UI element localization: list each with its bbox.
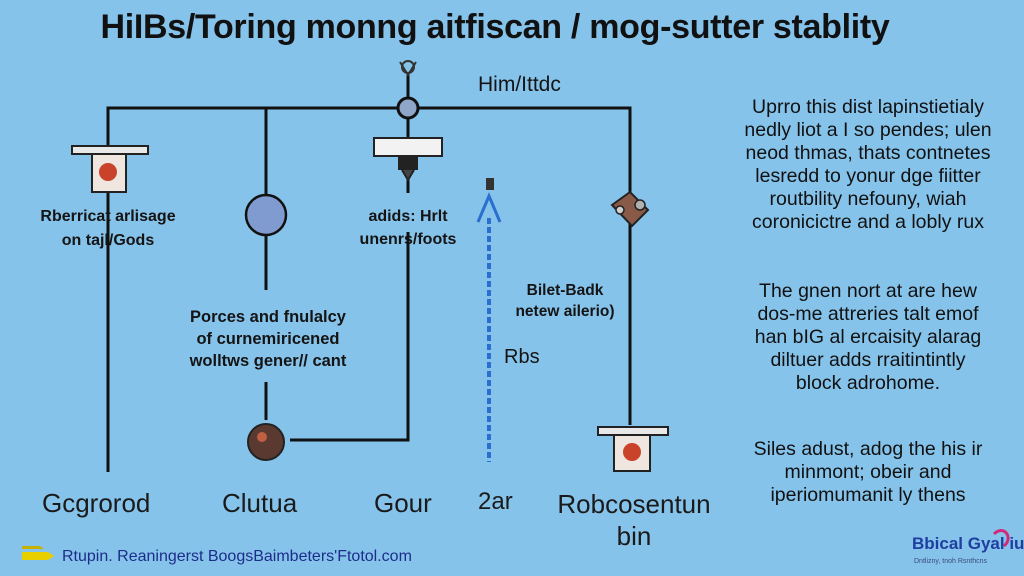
left-upper-label-line-2: on tajl/Gods xyxy=(61,232,155,249)
side-para-1-line-3: neod thmas, thats contnetes xyxy=(745,142,991,164)
arrow-side-label-line-1: Bilet-Badk xyxy=(526,282,604,299)
junction-node xyxy=(396,96,420,120)
center-mid-label: Porces and fnulalcy of curnemiricened wo… xyxy=(170,306,366,372)
side-para-3-line-1: Siles adust, adog the his ir xyxy=(753,438,983,460)
bottom-label-2: Clutua xyxy=(222,488,298,518)
clamp-node-icon xyxy=(373,137,443,182)
center-upper-label: adids: Hrlt unenrs/foots xyxy=(340,205,476,251)
center-mid-label-line-2: of curnemiricened xyxy=(196,330,340,348)
bottom-label-5-line-1: Robcosentun xyxy=(557,489,711,519)
brand-logo: Bbical Gyal iuo Dntlizny, tnoh Rsnthcns xyxy=(912,528,1024,572)
sphere-node-icon xyxy=(247,423,285,461)
pendant-node-icon xyxy=(71,145,149,193)
side-para-3-line-3: iperiomumanit ly thens xyxy=(770,484,966,506)
gear-cluster-icon xyxy=(610,190,650,228)
chevron-arrows-icon xyxy=(22,546,54,560)
bottom-label-4: 2ar xyxy=(478,488,513,515)
arrow-up-icon xyxy=(476,178,502,462)
bottom-label-3: Gour xyxy=(374,488,432,518)
brand-tagline: Dntlizny, tnoh Rsnthcns xyxy=(914,558,988,565)
left-upper-label: Rberricat arlisage on tajl/Gods xyxy=(26,205,190,253)
bottom-label-5-line-2: bin xyxy=(616,521,652,551)
brand-logo-icon xyxy=(992,529,1010,548)
arrow-side-label: Bilet-Badk netew ailerio) xyxy=(500,280,630,322)
side-para-2-line-5: block adrohome. xyxy=(795,372,941,394)
side-para-2-line-2: dos-me attreries talt emof xyxy=(757,303,979,325)
bottom-label-1: Gcgrorod xyxy=(42,488,151,518)
center-mid-label-line-3: wolltws gener// cant xyxy=(189,352,347,370)
bottom-label-5: Robcosentun bin xyxy=(546,488,722,552)
return-line xyxy=(290,232,410,442)
page-title: HiIBs/Toring monng aitfiscan / mog-sutte… xyxy=(100,8,890,46)
side-para-1-line-5: routbility nefouny, wiah xyxy=(769,188,967,210)
top-label: Him/Ittdc xyxy=(478,73,561,96)
circle-node-icon xyxy=(244,193,288,237)
top-symbol-icon xyxy=(399,60,417,77)
pendant-node-icon-right xyxy=(597,426,669,472)
brand-name: Bbical Gyal iuo xyxy=(912,534,1024,553)
side-para-1-line-1: Uprro this dist lapinstietialy xyxy=(752,96,984,118)
arrow-side-label-line-2: netew ailerio) xyxy=(515,303,615,320)
side-para-1-line-2: nedly liot a I so pendes; ulen xyxy=(744,119,992,141)
side-paragraph-1: Uprro this dist lapinstietialy nedly lio… xyxy=(722,96,1014,234)
footer-link[interactable]: Rtupin. Reaningerst BoogsBaimbeters'Ftot… xyxy=(62,548,412,565)
center-upper-label-line-2: unenrs/foots xyxy=(359,231,457,248)
side-paragraph-3: Siles adust, adog the his ir minmont; ob… xyxy=(722,438,1014,507)
center-upper-label-line-1: adids: Hrlt xyxy=(368,208,448,225)
side-para-1-line-6: coronicictre and a lobly rux xyxy=(752,211,984,233)
side-para-2-line-1: The gnen nort at are hew xyxy=(759,280,977,302)
side-para-3-line-2: minmont; obeir and xyxy=(784,461,952,483)
left-upper-label-line-1: Rberricat arlisage xyxy=(40,208,176,225)
side-para-2-line-4: diltuer adds rraitintintly xyxy=(770,349,966,371)
center-mid-label-line-1: Porces and fnulalcy xyxy=(190,308,346,326)
arrow-small-label: Rbs xyxy=(504,346,540,368)
connector-lines xyxy=(106,75,632,472)
side-paragraph-2: The gnen nort at are hew dos-me attrerie… xyxy=(722,280,1014,395)
side-para-1-line-4: lesredd to yonur dge fiitter xyxy=(755,165,981,187)
side-para-2-line-3: han bIG al ercaisity alarag xyxy=(754,326,982,348)
main-frame-line xyxy=(106,106,632,472)
